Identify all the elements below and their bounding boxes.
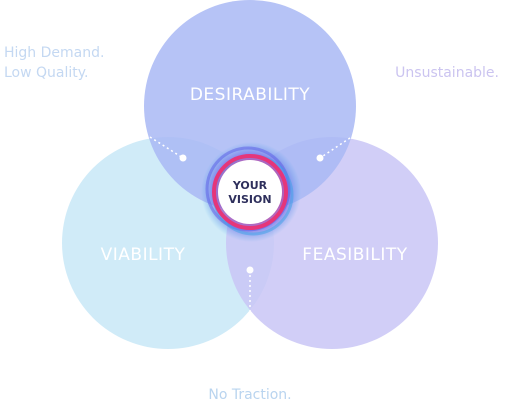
connector-left: [149, 136, 187, 162]
connector-bottom: [246, 266, 254, 312]
annotation-low-quality: Low Quality.: [4, 65, 89, 81]
annotation-no-traction: No Traction.: [208, 387, 291, 403]
label-viability: VIABILITY: [101, 245, 186, 265]
connector-right: [316, 137, 351, 162]
center-label-line2: VISION: [228, 193, 271, 206]
label-desirability: DESIRABILITY: [190, 85, 310, 105]
center-badge: YOUR VISION: [201, 142, 301, 242]
circle-desirability: [144, 0, 356, 212]
label-feasibility: FEASIBILITY: [302, 245, 407, 265]
center-disc: [218, 160, 282, 224]
annotation-high-demand: High Demand.: [4, 45, 104, 61]
center-label-line1: YOUR: [232, 179, 268, 192]
annotation-unsustainable: Unsustainable.: [395, 65, 499, 81]
